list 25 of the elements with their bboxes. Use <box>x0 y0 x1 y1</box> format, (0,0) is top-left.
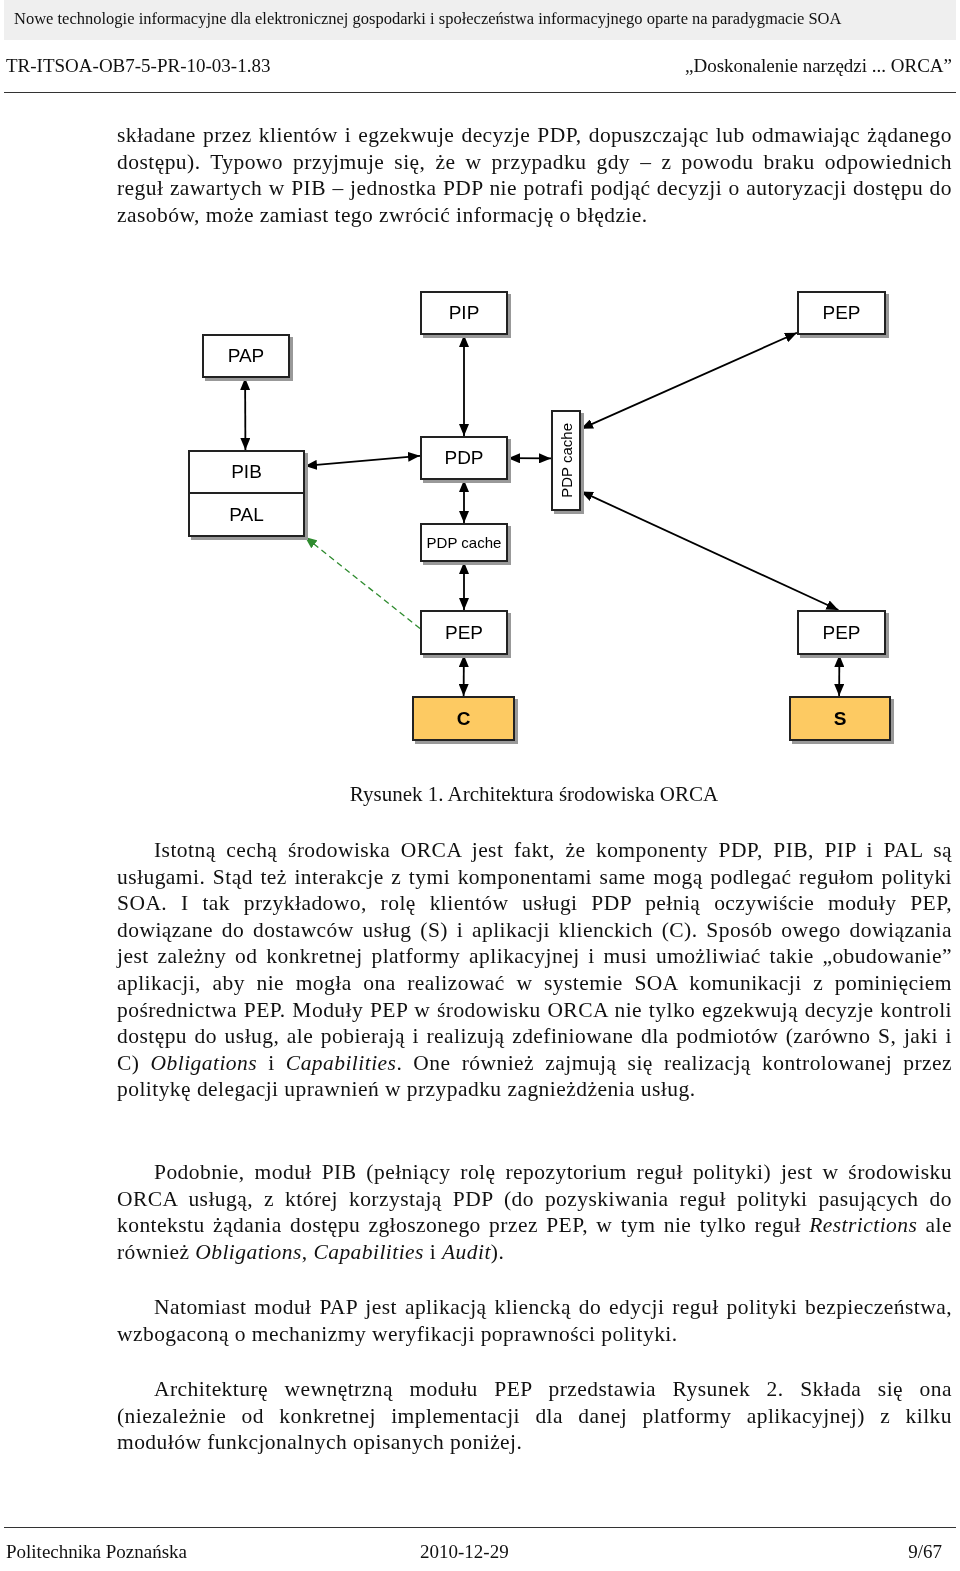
component-box: PAL <box>188 492 305 537</box>
component-box: PIB <box>188 450 305 494</box>
component-box: PAP <box>202 334 290 378</box>
paragraph: Podobnie, moduł PIB (pełniący rolę repozytorium reguł polityki) jest w środowisku ORCA usługą, z której korzystają PDP (do pozyskiwania reguł polityki pasujących do kontekstu żądania dostępu zgłoszonego przez PEP, w tym nie tylko reguł Restrictions ale również Obligations, Capabilities i Audit). <box>117 1159 952 1266</box>
page-number: 9/67 <box>908 1541 942 1563</box>
document-id: TR-ITSOA-OB7-5-PR-10-03-1.83 <box>6 55 271 77</box>
dashed-arrow <box>304 536 421 630</box>
component-box: PEP <box>797 291 886 335</box>
component-box: PDP <box>420 436 508 480</box>
paragraph: Architekturę wewnętrzną modułu PEP przedstawia Rysunek 2. Składa się ona (niezależnie od konkretnej implementacji dla danej platformy aplikacyjnej) z kilku modułów funkcjonalnych opisanych poniżej. <box>117 1376 952 1456</box>
footer-date: 2010-12-29 <box>420 1541 509 1563</box>
paragraph: Istotną cechą środowiska ORCA jest fakt, że komponenty PDP, PIB, PIP i PAL są usługami. Stąd też interakcje z tymi komponentami same mogą podlegać regułom polityki SOA. I tak przykładowo, rolę klientów usługi PDP pełnią oczywiście moduły PEP, dowiązane do dostawców usług (S) i aplikacji klienckich (C). Sposób owego dowiązania jest zależny od konkretnej platformy aplikacyjnej i musi umożliwiać takie „obudowanie” aplikacji, aby nie mogła ona realizować w systemie SOA komunikacji z pominięciem pośrednictwa PEP. Moduły PEP w środowisku ORCA nie tylko egzekwują decyzje kontroli dostępu do usług, ale pobierają i realizują zdefiniowane dla podmiotów (zarówno S, jaki i C) Obligations i Capabilities. One również zajmują się realizacją kontrolowanej przez politykę delegacji uprawnień w przypadku zagnieżdżenia usług. <box>117 837 952 1103</box>
component-box: PEP <box>420 610 508 655</box>
component-box: PDP cache <box>420 523 508 562</box>
paragraph: Natomiast moduł PAP jest aplikacją kliencką do edycji reguł polityki bezpieczeństwa, wzbogaconą o mechanizmy weryfikacji poprawności polityki. <box>117 1294 952 1348</box>
endpoint-box: S <box>789 696 891 741</box>
endpoint-box: C <box>412 696 515 741</box>
footer-institution: Politechnika Poznańska <box>6 1541 187 1563</box>
component-box: PEP <box>797 610 886 655</box>
document-title: „Doskonalenie narzędzi ... ORCA” <box>685 55 952 77</box>
component-box: PDP cache <box>551 410 581 511</box>
header-title: Nowe technologie informacyjne dla elektronicznej gospodarki i społeczeństwa informacyjnego oparte na paradygmacie SOA <box>14 9 843 29</box>
paragraph: składane przez klientów i egzekwuje decyzje PDP, dopuszczając lub odmawiając żądanego dostępu). Typowo przyjmuje się, że w przypadku gdy – z powodu braku odpowiednich reguł zawartych w PIB – jednostka PDP nie potrafi podjąć decyzji o autoryzacji dostępu do zasobów, może zamiast tego zwrócić informację o błędzie. <box>117 122 952 229</box>
figure-caption: Rysunek 1. Architektura środowiska ORCA <box>348 782 720 807</box>
component-box: PIP <box>420 291 508 335</box>
